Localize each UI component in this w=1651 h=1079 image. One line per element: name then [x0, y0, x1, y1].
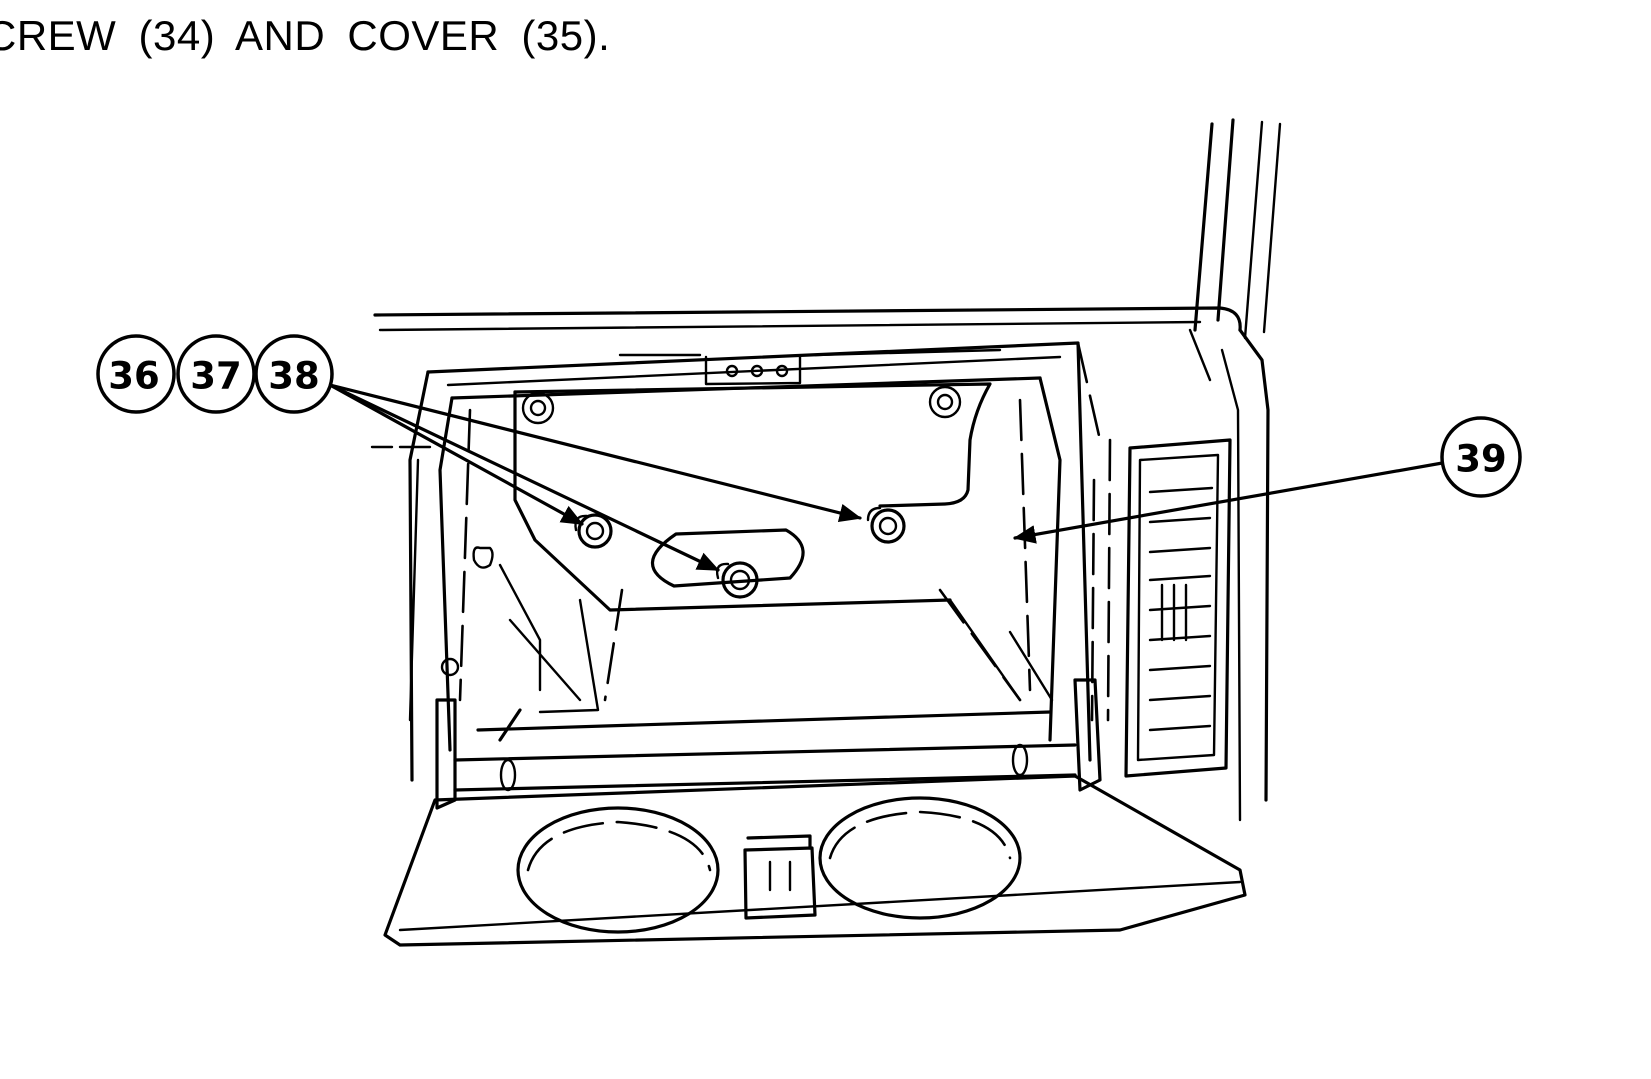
leader-arrows [328, 383, 1450, 572]
callout-36-label: 36 [108, 355, 160, 398]
back-panel [513, 348, 1022, 702]
procedure-step-text: CREW (34) AND COVER (35). [0, 12, 611, 59]
callout-37: 37 [176, 334, 256, 414]
callout-37-label: 37 [190, 355, 242, 398]
callout-38-label: 38 [268, 355, 320, 398]
open-glovebox-door [383, 774, 1247, 947]
a-pillar [1193, 118, 1282, 340]
callout-36: 36 [96, 334, 176, 414]
fasteners [440, 385, 962, 677]
air-vent [1124, 438, 1232, 778]
callout-39-label: 39 [1455, 438, 1507, 481]
callout-39: 39 [1440, 416, 1522, 498]
glovebox-frame [370, 341, 1112, 782]
callout-38: 38 [254, 334, 334, 414]
glovebox-tub [438, 376, 1062, 752]
dash-top [373, 306, 1270, 822]
